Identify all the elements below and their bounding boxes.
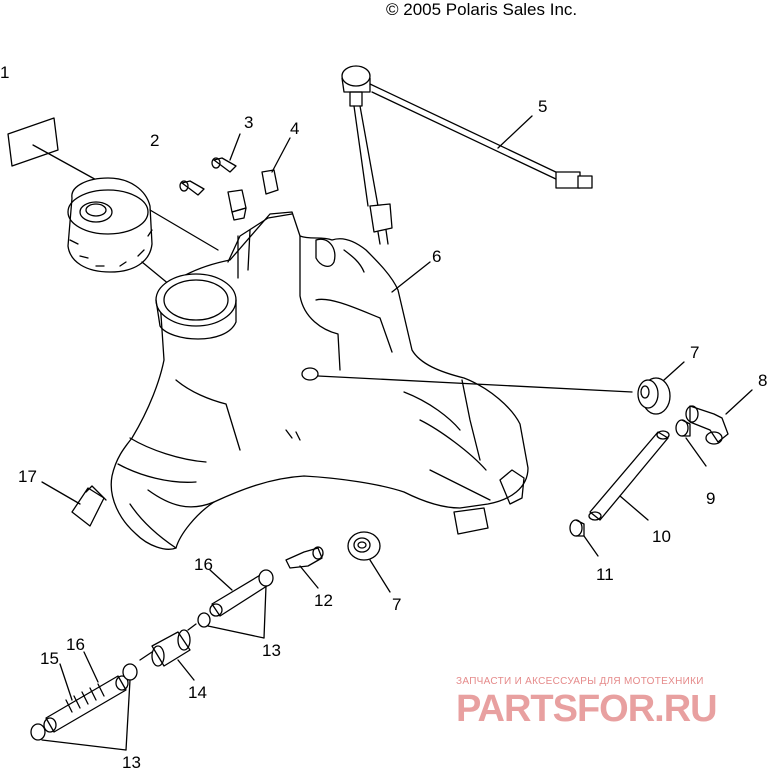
- clamp-part: [197, 569, 274, 639]
- fuel-tank-part: [110, 211, 529, 550]
- callout-11: 11: [596, 565, 614, 584]
- fuel-filter-part: [139, 623, 197, 681]
- clip-nut-part: [227, 137, 291, 221]
- callout-14: 14: [188, 683, 207, 702]
- callout-16b: 16: [66, 635, 85, 654]
- watermark-logo: PARTSFOR.RU: [456, 688, 718, 730]
- callout-16a: 16: [194, 555, 213, 574]
- fuel-sender-part: [341, 65, 593, 245]
- grommet-part: [347, 361, 685, 593]
- callout-12: 12: [314, 591, 333, 610]
- bracket-part: [41, 481, 107, 527]
- callout-7b: 7: [392, 595, 401, 614]
- callout-9: 9: [706, 489, 715, 508]
- callout-15: 15: [40, 649, 59, 668]
- callout-17: 17: [18, 467, 37, 486]
- hose-part: [588, 430, 670, 521]
- callout-10: 10: [652, 527, 671, 546]
- callout-5: 5: [538, 97, 547, 116]
- callout-2: 2: [150, 131, 159, 150]
- callout-6: 6: [432, 247, 441, 266]
- callout-4: 4: [290, 119, 299, 138]
- fitting-part: [285, 546, 324, 589]
- callout-8: 8: [758, 371, 767, 390]
- clamp-part: [569, 519, 599, 557]
- clamp-part: [30, 663, 138, 751]
- decal-part: [7, 117, 101, 183]
- copyright-notice: © 2005 Polaris Sales Inc.: [386, 0, 578, 19]
- callout-7a: 7: [690, 343, 699, 362]
- callout-13b: 13: [122, 753, 141, 770]
- clamp-part: [675, 419, 707, 467]
- callout-13a: 13: [262, 641, 281, 660]
- callout-3: 3: [244, 113, 253, 132]
- elbow-fitting-part: [685, 389, 753, 445]
- hose-spring-part: [43, 651, 129, 733]
- watermark-tagline: ЗАПЧАСТИ И АКСЕССУАРЫ ДЛЯ МОТОТЕХНИКИ: [456, 676, 704, 687]
- bolt-part: [179, 133, 241, 196]
- fuel-cap-part: [67, 177, 219, 286]
- callout-1: 1: [0, 63, 9, 82]
